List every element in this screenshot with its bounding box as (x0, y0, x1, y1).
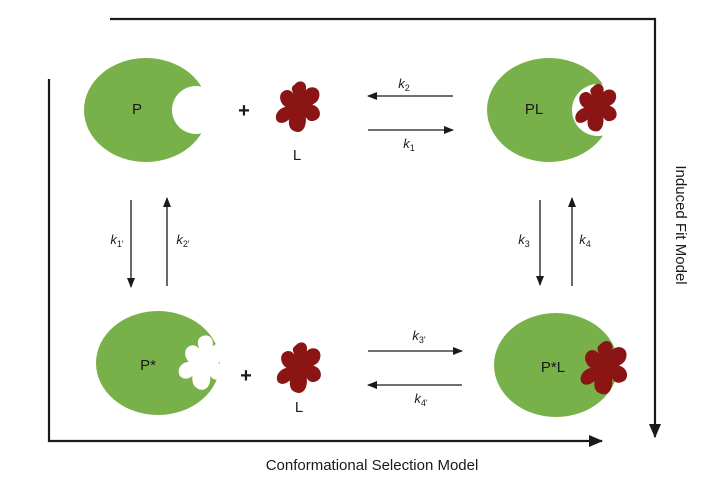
protein-p: P (84, 58, 220, 162)
plus-sign-top: + (238, 100, 250, 122)
label-ligand-top: L (293, 147, 301, 164)
label-ligand-bottom: L (295, 399, 303, 416)
protein-p-star: P* (96, 311, 228, 415)
label-p-star: P* (140, 357, 156, 374)
plus-sign-bottom: + (240, 365, 252, 387)
ligand-top: L (275, 81, 320, 164)
complex-pl: PL (487, 58, 624, 162)
ligand-top-shape (275, 81, 320, 132)
label-p: P (132, 101, 142, 118)
label-p-star-l: P*L (541, 359, 565, 376)
protein-p-pocket (172, 86, 220, 134)
rate-k2-prime: k2' (176, 232, 190, 249)
induced-fit-path-arrow (110, 17, 661, 438)
rate-k4: k4 (579, 232, 591, 249)
complex-p-star-l: P*L (494, 313, 628, 417)
rate-k1: k1 (403, 136, 415, 153)
protein-p-body (84, 58, 208, 162)
ligand-bottom: L (276, 342, 321, 416)
rate-k3: k3 (518, 232, 530, 249)
induced-fit-model-label: Induced Fit Model (672, 165, 689, 284)
complex-p-star-l-body (494, 313, 618, 417)
complex-pl-body (487, 58, 611, 162)
rate-k2: k2 (398, 76, 410, 93)
rate-k3-prime: k3' (412, 328, 426, 345)
ligand-bottom-shape (276, 342, 321, 393)
label-pl: PL (525, 101, 543, 118)
rate-k4-prime: k4' (414, 391, 428, 408)
rate-k1-prime: k1' (110, 232, 124, 249)
protein-p-star-body (96, 311, 220, 415)
conformational-selection-model-label: Conformational Selection Model (266, 457, 479, 474)
conformational-selection-path-arrow (47, 79, 603, 447)
